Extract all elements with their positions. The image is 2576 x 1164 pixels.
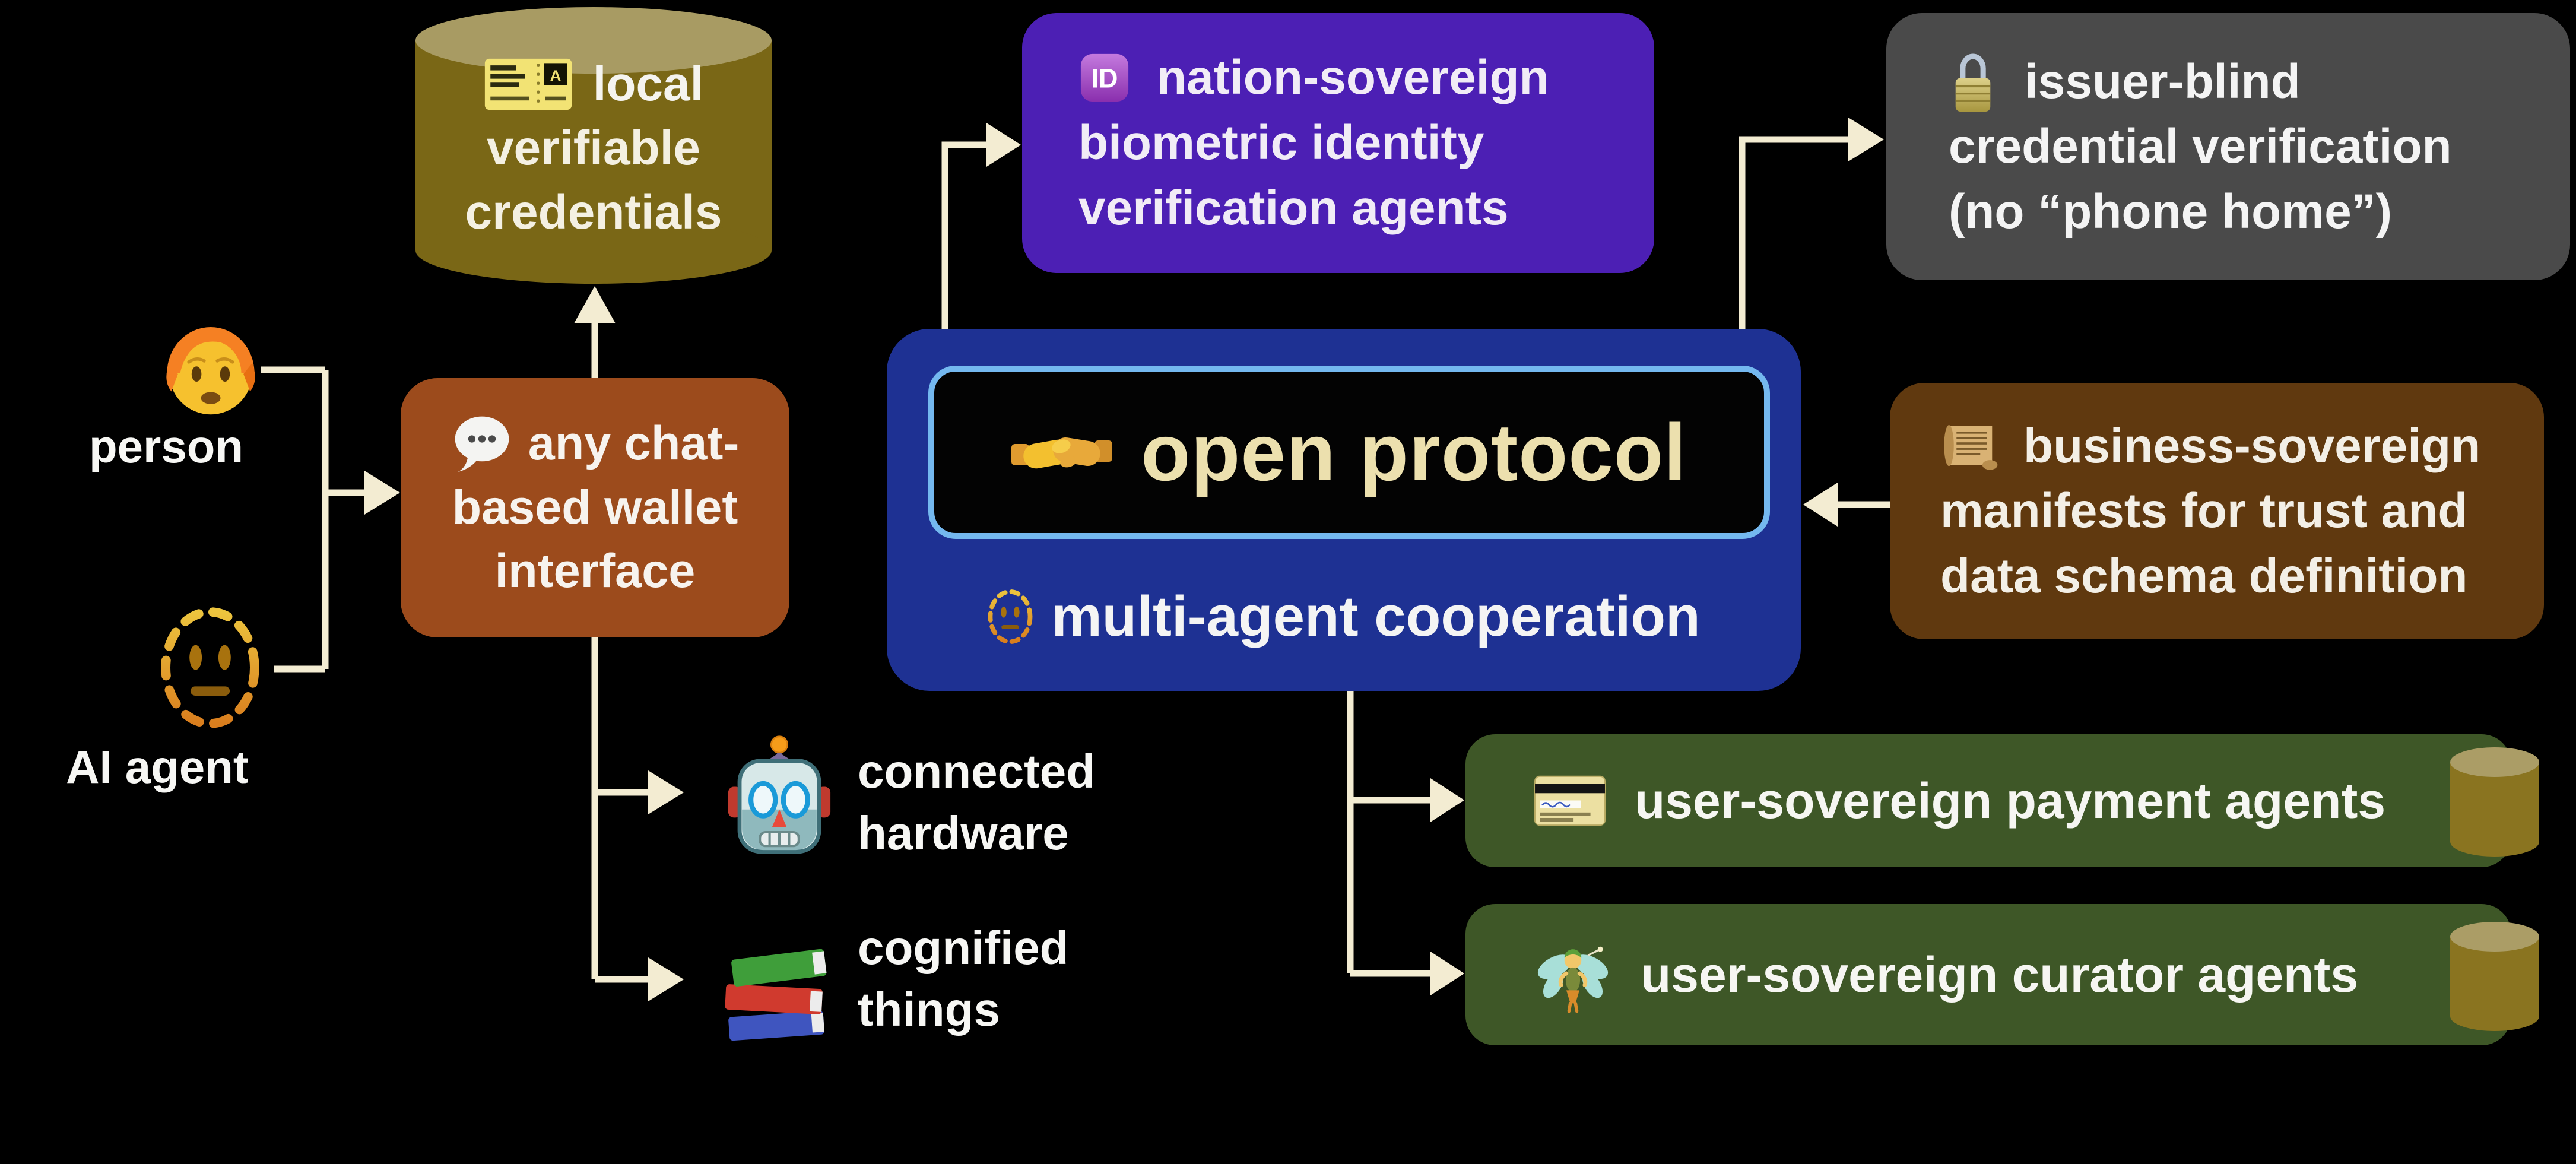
dotted-face-icon (988, 589, 1033, 645)
ticket-icon: A (484, 58, 572, 110)
payment-agents-node: user-sovereign payment agents (1465, 734, 2511, 867)
hardware-arrowhead (648, 770, 684, 814)
identity-line: biometric identity (1078, 116, 1484, 170)
payment-store-cylinder (2450, 747, 2539, 857)
curator-agents-label: user-sovereign curator agents (1641, 946, 2359, 1003)
connected-hardware-label: connected hardware (858, 741, 1095, 864)
manifests-line: data schema definition (1940, 548, 2468, 603)
verification-arrowhead (1848, 118, 1884, 161)
credentials-line: verifiable (486, 120, 701, 175)
credentials-store: A local verifiable credentials (415, 18, 772, 279)
svg-text:A: A (550, 66, 561, 84)
identity-line: nation-sovereign (1157, 50, 1549, 105)
hardware-line: hardware (858, 807, 1069, 859)
cooperation-row: multi-agent cooperation (887, 566, 1801, 667)
books-icon (725, 949, 827, 1041)
open-protocol-node: open protocol multi-agent cooperation (887, 329, 1801, 691)
manifests-node: business-sovereign manifests for trust a… (1890, 383, 2544, 639)
credentials-line: credentials (465, 185, 722, 240)
credentials-cylinder (415, 7, 772, 284)
handshake-icon (1011, 437, 1113, 469)
manifests-line: manifests for trust and (1940, 484, 2468, 538)
svg-text:ID: ID (1092, 64, 1118, 94)
person-emoji-icon (166, 327, 255, 415)
things-line: things (858, 983, 1000, 1036)
curator-arrowhead (1430, 952, 1464, 995)
issuer-blind-node: issuer-blind credential verification (no… (1886, 13, 2570, 280)
payment-agents-label: user-sovereign payment agents (1635, 772, 2386, 829)
open-protocol-panel: open protocol (928, 366, 1770, 539)
fairy-icon (1537, 946, 1609, 1013)
curator-agents-node: user-sovereign curator agents (1465, 904, 2511, 1045)
cooperation-label: multi-agent cooperation (1051, 585, 1701, 648)
identity-agents-node: ID nation-sovereign biometric identity v… (1022, 13, 1654, 273)
scroll-icon (1944, 425, 1998, 470)
credit-card-icon (1534, 775, 1606, 826)
credentials-line: local (592, 56, 704, 111)
protocol-left-arrowhead (1803, 483, 1838, 527)
curator-store-cylinder (2450, 922, 2539, 1031)
things-arrowhead (648, 957, 684, 1001)
speech-balloon-icon (455, 416, 509, 472)
dotted-face-icon (161, 607, 259, 728)
hardware-line: connected (858, 745, 1096, 798)
wallet-line: any chat- (528, 416, 740, 470)
cognified-things-label: cognified things (858, 917, 1069, 1041)
wallet-line: based wallet (452, 480, 738, 534)
open-protocol-title: open protocol (1141, 407, 1687, 497)
wallet-arrowhead (364, 471, 400, 515)
person-label: person (88, 420, 244, 472)
credentials-arrowhead (574, 286, 616, 323)
ai-agent-label: AI agent (66, 741, 249, 793)
protocol-to-identity-line (941, 141, 986, 329)
protocol-to-verification-line (1739, 136, 1848, 329)
manifests-line: business-sovereign (2023, 419, 2481, 474)
wallet-interface-node: any chat- based wallet interface (401, 378, 789, 637)
issuer-blind-line: credential verification (1949, 119, 2452, 174)
identity-arrowhead (986, 123, 1021, 167)
things-line: cognified (858, 921, 1069, 974)
issuer-blind-line: (no “phone home”) (1949, 184, 2393, 239)
lock-icon (1955, 53, 1991, 112)
identity-line: verification agents (1078, 180, 1509, 235)
payment-arrowhead (1430, 778, 1464, 822)
wallet-line: interface (494, 544, 696, 598)
issuer-blind-line: issuer-blind (2025, 55, 2301, 109)
id-icon: ID (1080, 54, 1129, 102)
robot-icon (728, 735, 831, 854)
